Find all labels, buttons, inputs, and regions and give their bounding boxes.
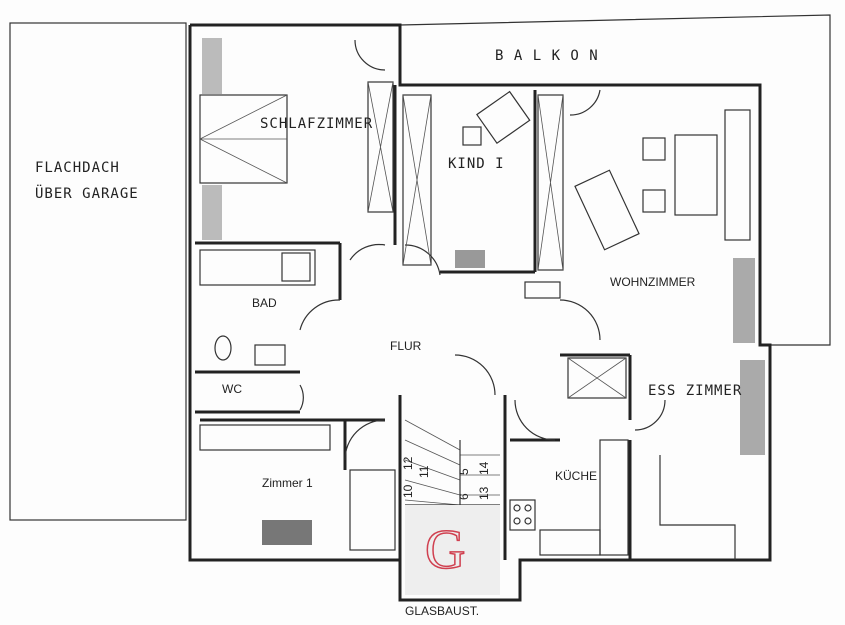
room-bad: BAD WC [199,249,316,396]
staircase: 10 11 12 6 5 13 14 G GLASBAUST. [401,419,500,618]
bathroom-label: BAD [252,296,277,310]
stair-number: 12 [401,456,415,470]
room-kueche: KÜCHE [509,439,629,556]
wardrobes [367,81,627,399]
garage-roof-area: FLACHDACH ÜBER GARAGE [9,22,187,521]
stair-number: 11 [417,465,431,478]
room-esszimmer: ESS ZIMMER [648,360,765,560]
interior-walls [195,85,632,600]
dining-room-label: ESS ZIMMER [648,383,742,399]
room-kind: KIND I [448,90,531,268]
balcony-label: B A L K O N [495,48,599,64]
stair-number: 5 [457,468,471,475]
room-zimmer-1: Zimmer 1 [199,424,396,551]
bedroom-label: SCHLAFZIMMER [260,116,373,132]
room-schlafzimmer: SCHLAFZIMMER [199,38,373,240]
wc-label: WC [222,382,242,396]
stair-number: 6 [457,493,471,500]
balcony: B A L K O N [399,14,831,346]
stair-number: 13 [477,486,491,500]
garage-label-2: ÜBER GARAGE [35,184,139,202]
garage-label-1: FLACHDACH [35,160,120,176]
room-1-label: Zimmer 1 [262,476,313,490]
kitchen-label: KÜCHE [555,469,597,483]
room-wohnzimmer: WOHNZIMMER [524,109,755,343]
stair-number: 10 [401,484,415,498]
glass-block-label: GLASBAUST. [405,604,479,618]
living-room-label: WOHNZIMMER [610,275,696,289]
handwritten-mark-g: G [425,519,465,581]
child-room-label: KIND I [448,156,505,172]
doors [299,39,666,461]
stair-number: 14 [477,461,491,475]
hallway-label: FLUR [390,339,422,353]
